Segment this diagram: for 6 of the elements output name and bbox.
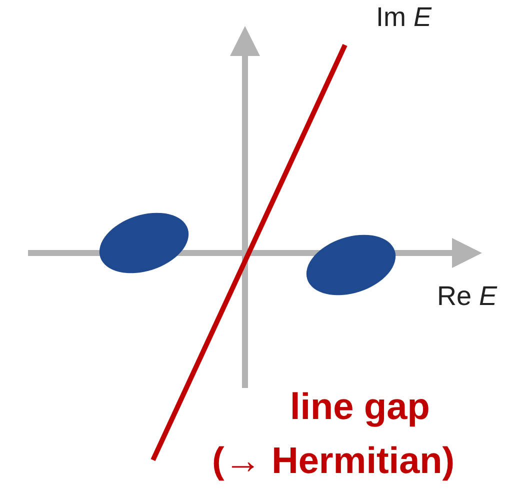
annotation-text: line gap <box>290 388 430 425</box>
axis-label: Im E <box>376 4 432 31</box>
annotation-text: (→ Hermitian) <box>212 442 455 479</box>
axis-label: Re E <box>437 283 498 310</box>
spectrum-blob <box>100 212 188 274</box>
spectrum-blob <box>306 234 396 296</box>
